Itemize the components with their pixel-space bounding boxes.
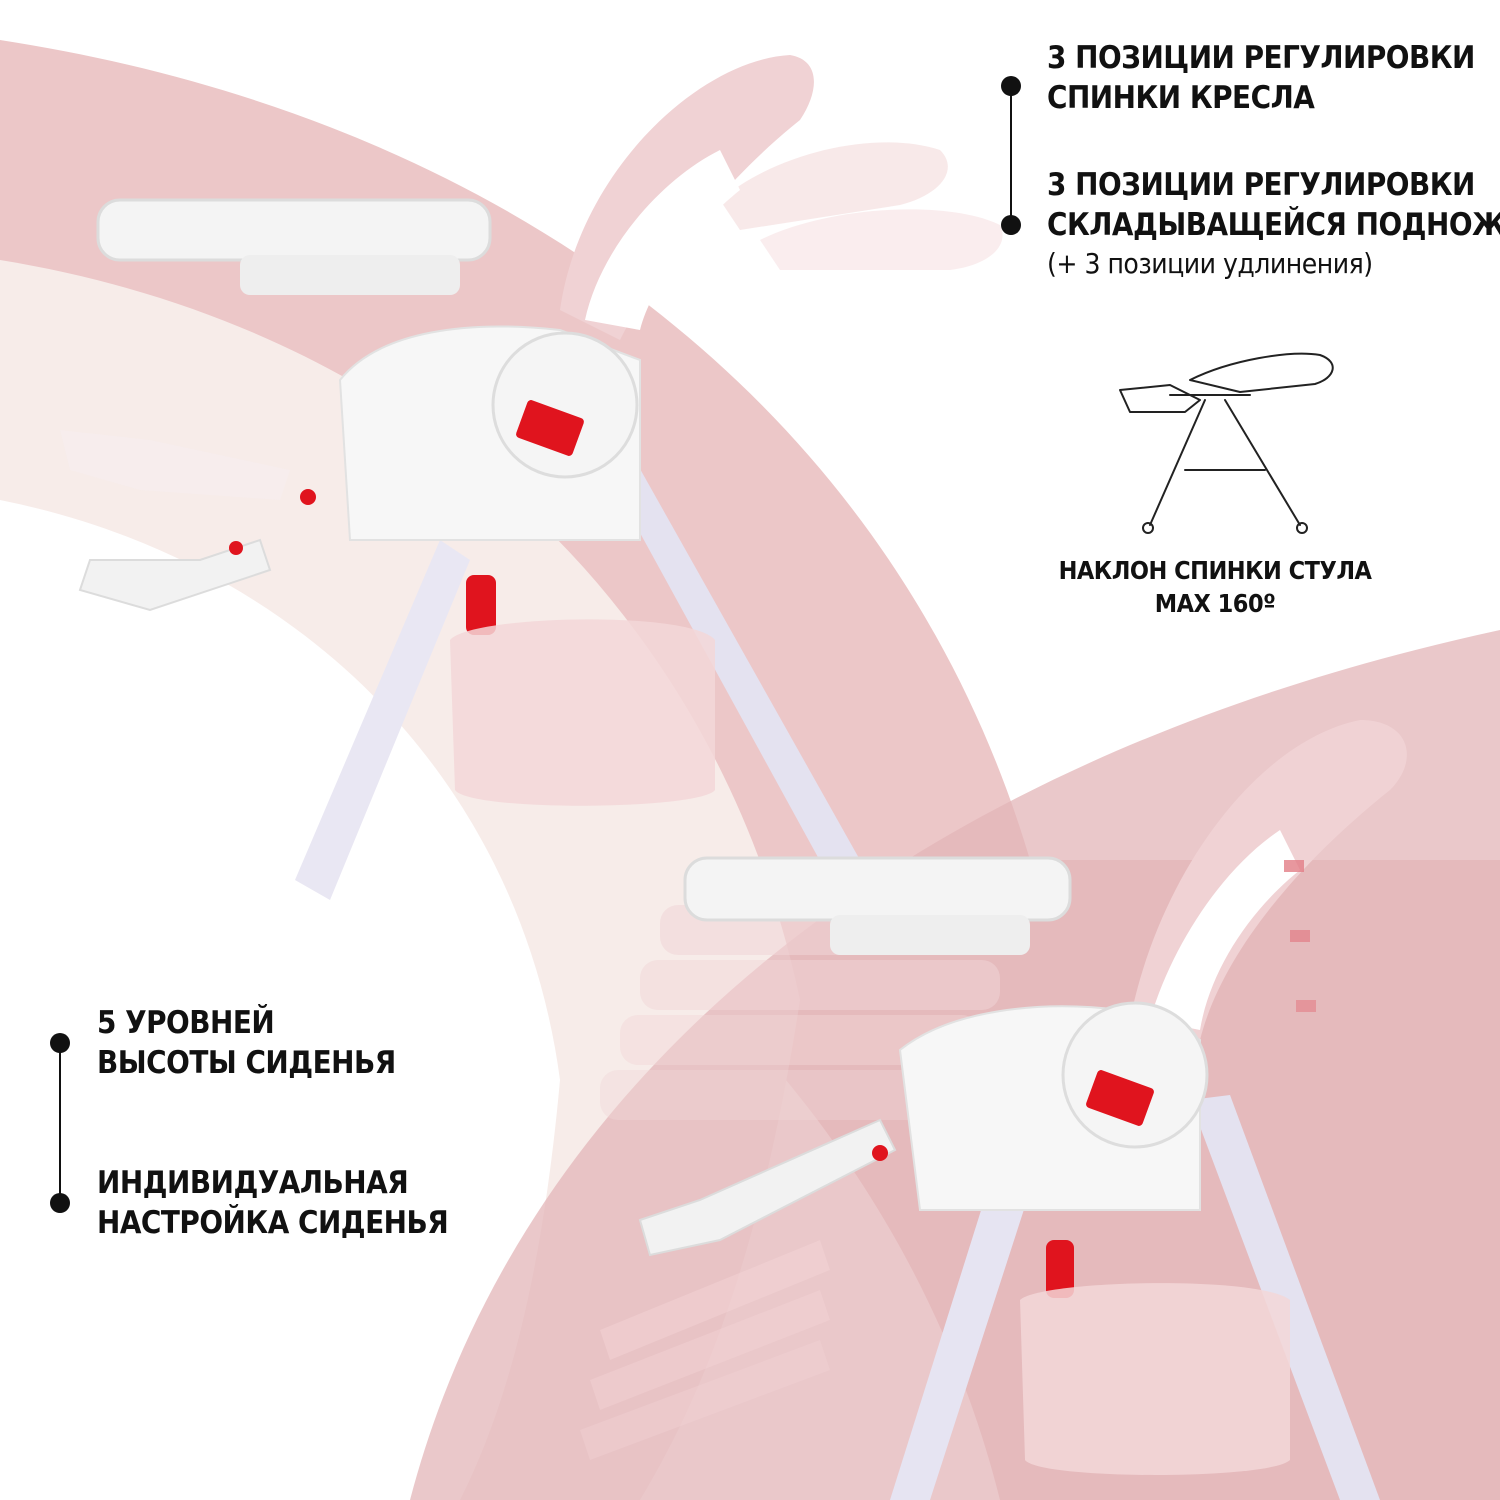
feature-backrest-line1: 3 ПОЗИЦИИ РЕГУЛИРОВКИ bbox=[1047, 40, 1475, 76]
feature-height-line1: 5 УРОВНЕЙ bbox=[97, 1005, 275, 1041]
feature-footrest-line2: СКЛАДЫВАЩЕЙСЯ ПОДНОЖКИ bbox=[1047, 207, 1500, 244]
feature-custom: ИНДИВИДУАЛЬНАЯ НАСТРОЙКА СИДЕНЬЯ bbox=[97, 1163, 449, 1244]
feature-height: 5 УРОВНЕЙ ВЫСОТЫ СИДЕНЬЯ bbox=[97, 1003, 396, 1084]
bullet-connector-top bbox=[1010, 82, 1012, 227]
bullet-dot-height bbox=[50, 1033, 70, 1053]
bullet-connector-bottom bbox=[59, 1045, 61, 1205]
feature-height-line2: ВЫСОТЫ СИДЕНЬЯ bbox=[97, 1045, 396, 1082]
feature-custom-line2: НАСТРОЙКА СИДЕНЬЯ bbox=[97, 1205, 449, 1242]
feature-recline-line1: НАКЛОН СПИНКИ СТУЛА bbox=[1058, 556, 1372, 585]
feature-footrest-note: (+ 3 позиции удлинения) bbox=[1047, 246, 1373, 280]
feature-footrest-line1: 3 ПОЗИЦИИ РЕГУЛИРОВКИ bbox=[1047, 167, 1475, 203]
highchair-photo bbox=[60, 55, 1003, 900]
bullet-dot-footrest bbox=[1001, 215, 1021, 235]
reclined-chair-outline-icon bbox=[1119, 352, 1334, 534]
feature-backrest-line2: СПИНКИ КРЕСЛА bbox=[1047, 80, 1315, 117]
feature-recline: НАКЛОН СПИНКИ СТУЛА MAX 160º bbox=[1050, 555, 1380, 620]
feature-recline-line2: MAX 160º bbox=[1154, 588, 1276, 618]
highchair-photo-lower bbox=[580, 720, 1407, 1500]
bullet-dot-custom bbox=[50, 1193, 70, 1213]
bullet-dot-backrest bbox=[1001, 76, 1021, 96]
feature-custom-line1: ИНДИВИДУАЛЬНАЯ bbox=[97, 1165, 409, 1201]
feature-footrest: 3 ПОЗИЦИИ РЕГУЛИРОВКИ СКЛАДЫВАЩЕЙСЯ ПОДН… bbox=[1047, 165, 1500, 282]
arc-band-white bbox=[0, 500, 560, 1500]
feature-backrest: 3 ПОЗИЦИИ РЕГУЛИРОВКИ СПИНКИ КРЕСЛА bbox=[1047, 38, 1475, 119]
